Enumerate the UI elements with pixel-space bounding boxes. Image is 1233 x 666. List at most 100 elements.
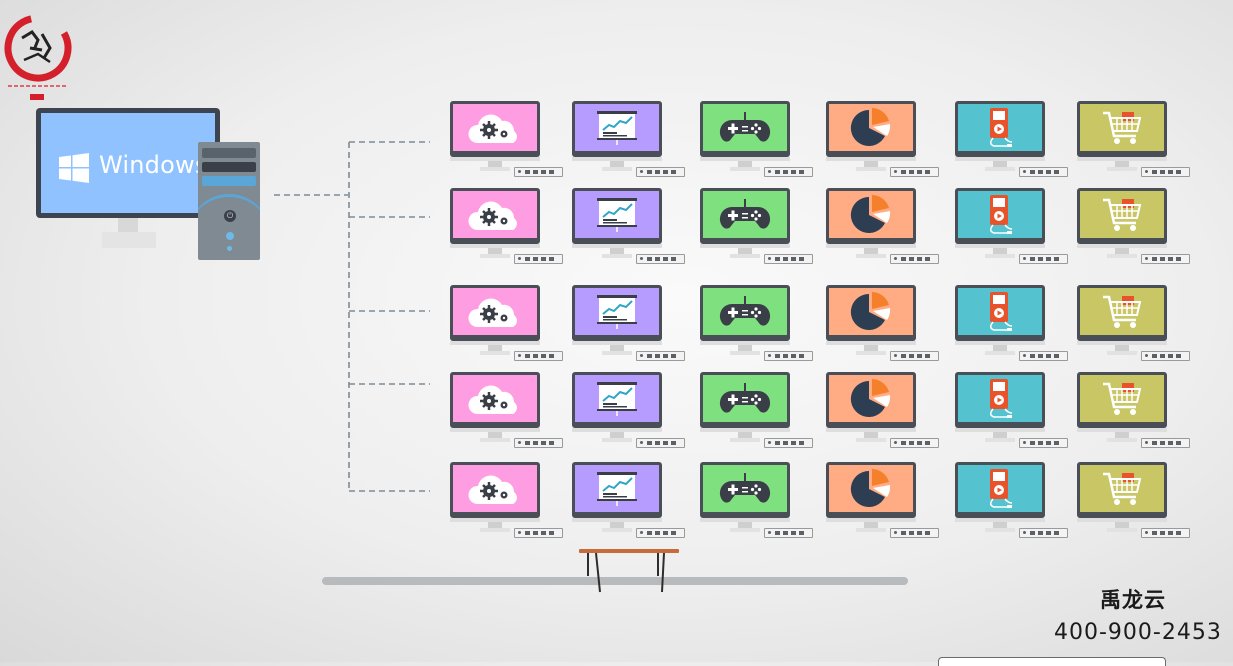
monitor-frame [700, 188, 790, 244]
brand-name: 禹龙云 [1100, 587, 1166, 612]
monitor-chin [826, 518, 916, 522]
monitor-frame [955, 285, 1045, 341]
pie-chart-icon [849, 290, 893, 334]
monitor-chin [1077, 518, 1167, 522]
monitor-screen [575, 288, 659, 335]
monitor-chin [700, 518, 790, 522]
monitor-screen [829, 104, 913, 151]
host-monitor-stand [102, 232, 156, 248]
monitor-screen [1080, 104, 1164, 151]
thin-client-box [1019, 528, 1068, 538]
host-computer: Windows ⏻ [36, 108, 266, 268]
monitor-stand [480, 254, 510, 258]
windows-logo-icon [59, 153, 89, 183]
monitor-stand [480, 167, 510, 171]
monitor-screen [453, 288, 537, 335]
monitor-neck [1115, 161, 1129, 167]
thin-client-box [1141, 167, 1190, 177]
client-monitor [450, 372, 580, 452]
monitor-neck [864, 345, 878, 351]
monitor-screen [829, 465, 913, 512]
monitor-stand [602, 351, 632, 355]
thin-client-box [1019, 254, 1068, 264]
monitor-stand [985, 167, 1015, 171]
client-monitor [1077, 285, 1207, 365]
cloud-gear-icon [467, 472, 523, 506]
monitor-chin [450, 157, 540, 161]
monitor-chin [572, 244, 662, 248]
presentation-chart-icon [595, 197, 639, 233]
thin-client-box [514, 351, 563, 361]
monitor-stand [602, 167, 632, 171]
monitor-chin [700, 157, 790, 161]
client-monitor [450, 285, 580, 365]
monitor-stand [602, 254, 632, 258]
pie-chart-icon [849, 377, 893, 421]
thin-client-box [1019, 438, 1068, 448]
client-monitor [955, 285, 1085, 365]
client-monitor [450, 462, 580, 542]
client-monitor [572, 285, 702, 365]
monitor-frame [700, 101, 790, 157]
monitor-chin [826, 244, 916, 248]
monitor-neck [993, 161, 1007, 167]
thin-client-box [1141, 254, 1190, 264]
monitor-screen [575, 104, 659, 151]
drive-bay [202, 176, 256, 186]
shopping-cart-icon [1100, 108, 1144, 148]
monitor-stand [730, 167, 760, 171]
monitor-frame [826, 462, 916, 518]
gamepad-icon [719, 471, 771, 507]
host-monitor: Windows [36, 108, 220, 218]
monitor-stand [1107, 167, 1137, 171]
monitor-screen [453, 465, 537, 512]
client-monitor [572, 372, 702, 452]
monitor-screen [703, 104, 787, 151]
monitor-chin [700, 428, 790, 432]
gamepad-icon [719, 197, 771, 233]
monitor-frame [572, 462, 662, 518]
thin-client-box [1141, 351, 1190, 361]
monitor-neck [488, 522, 502, 528]
monitor-frame [826, 285, 916, 341]
monitor-stand [730, 351, 760, 355]
monitor-frame [1077, 285, 1167, 341]
monitor-neck [864, 248, 878, 254]
monitor-neck [610, 432, 624, 438]
status-light [226, 232, 234, 240]
gamepad-icon [719, 294, 771, 330]
monitor-screen [958, 465, 1042, 512]
monitor-neck [738, 248, 752, 254]
monitor-neck [1115, 345, 1129, 351]
host-monitor-neck [118, 218, 138, 232]
monitor-neck [488, 432, 502, 438]
monitor-neck [1115, 248, 1129, 254]
thin-client-box [636, 167, 685, 177]
drive-bay [202, 162, 256, 172]
monitor-stand [1107, 438, 1137, 442]
monitor-screen [958, 288, 1042, 335]
presentation-chart-icon [595, 110, 639, 146]
monitor-neck [738, 161, 752, 167]
music-player-icon [980, 377, 1020, 421]
monitor-frame [955, 462, 1045, 518]
monitor-chin [955, 244, 1045, 248]
monitor-stand [1107, 528, 1137, 532]
presentation-chart-icon [595, 471, 639, 507]
floor-line [322, 577, 908, 585]
monitor-frame [826, 101, 916, 157]
thin-client-box [890, 438, 939, 448]
monitor-frame [1077, 188, 1167, 244]
host-screen: Windows [41, 113, 215, 213]
monitor-chin [955, 428, 1045, 432]
monitor-screen [958, 191, 1042, 238]
client-monitor [700, 101, 830, 181]
monitor-neck [864, 161, 878, 167]
monitor-neck [738, 432, 752, 438]
monitor-frame [1077, 372, 1167, 428]
monitor-chin [572, 157, 662, 161]
music-player-icon [980, 290, 1020, 334]
thin-client-box [514, 438, 563, 448]
monitor-screen [703, 191, 787, 238]
client-monitor [826, 188, 956, 268]
